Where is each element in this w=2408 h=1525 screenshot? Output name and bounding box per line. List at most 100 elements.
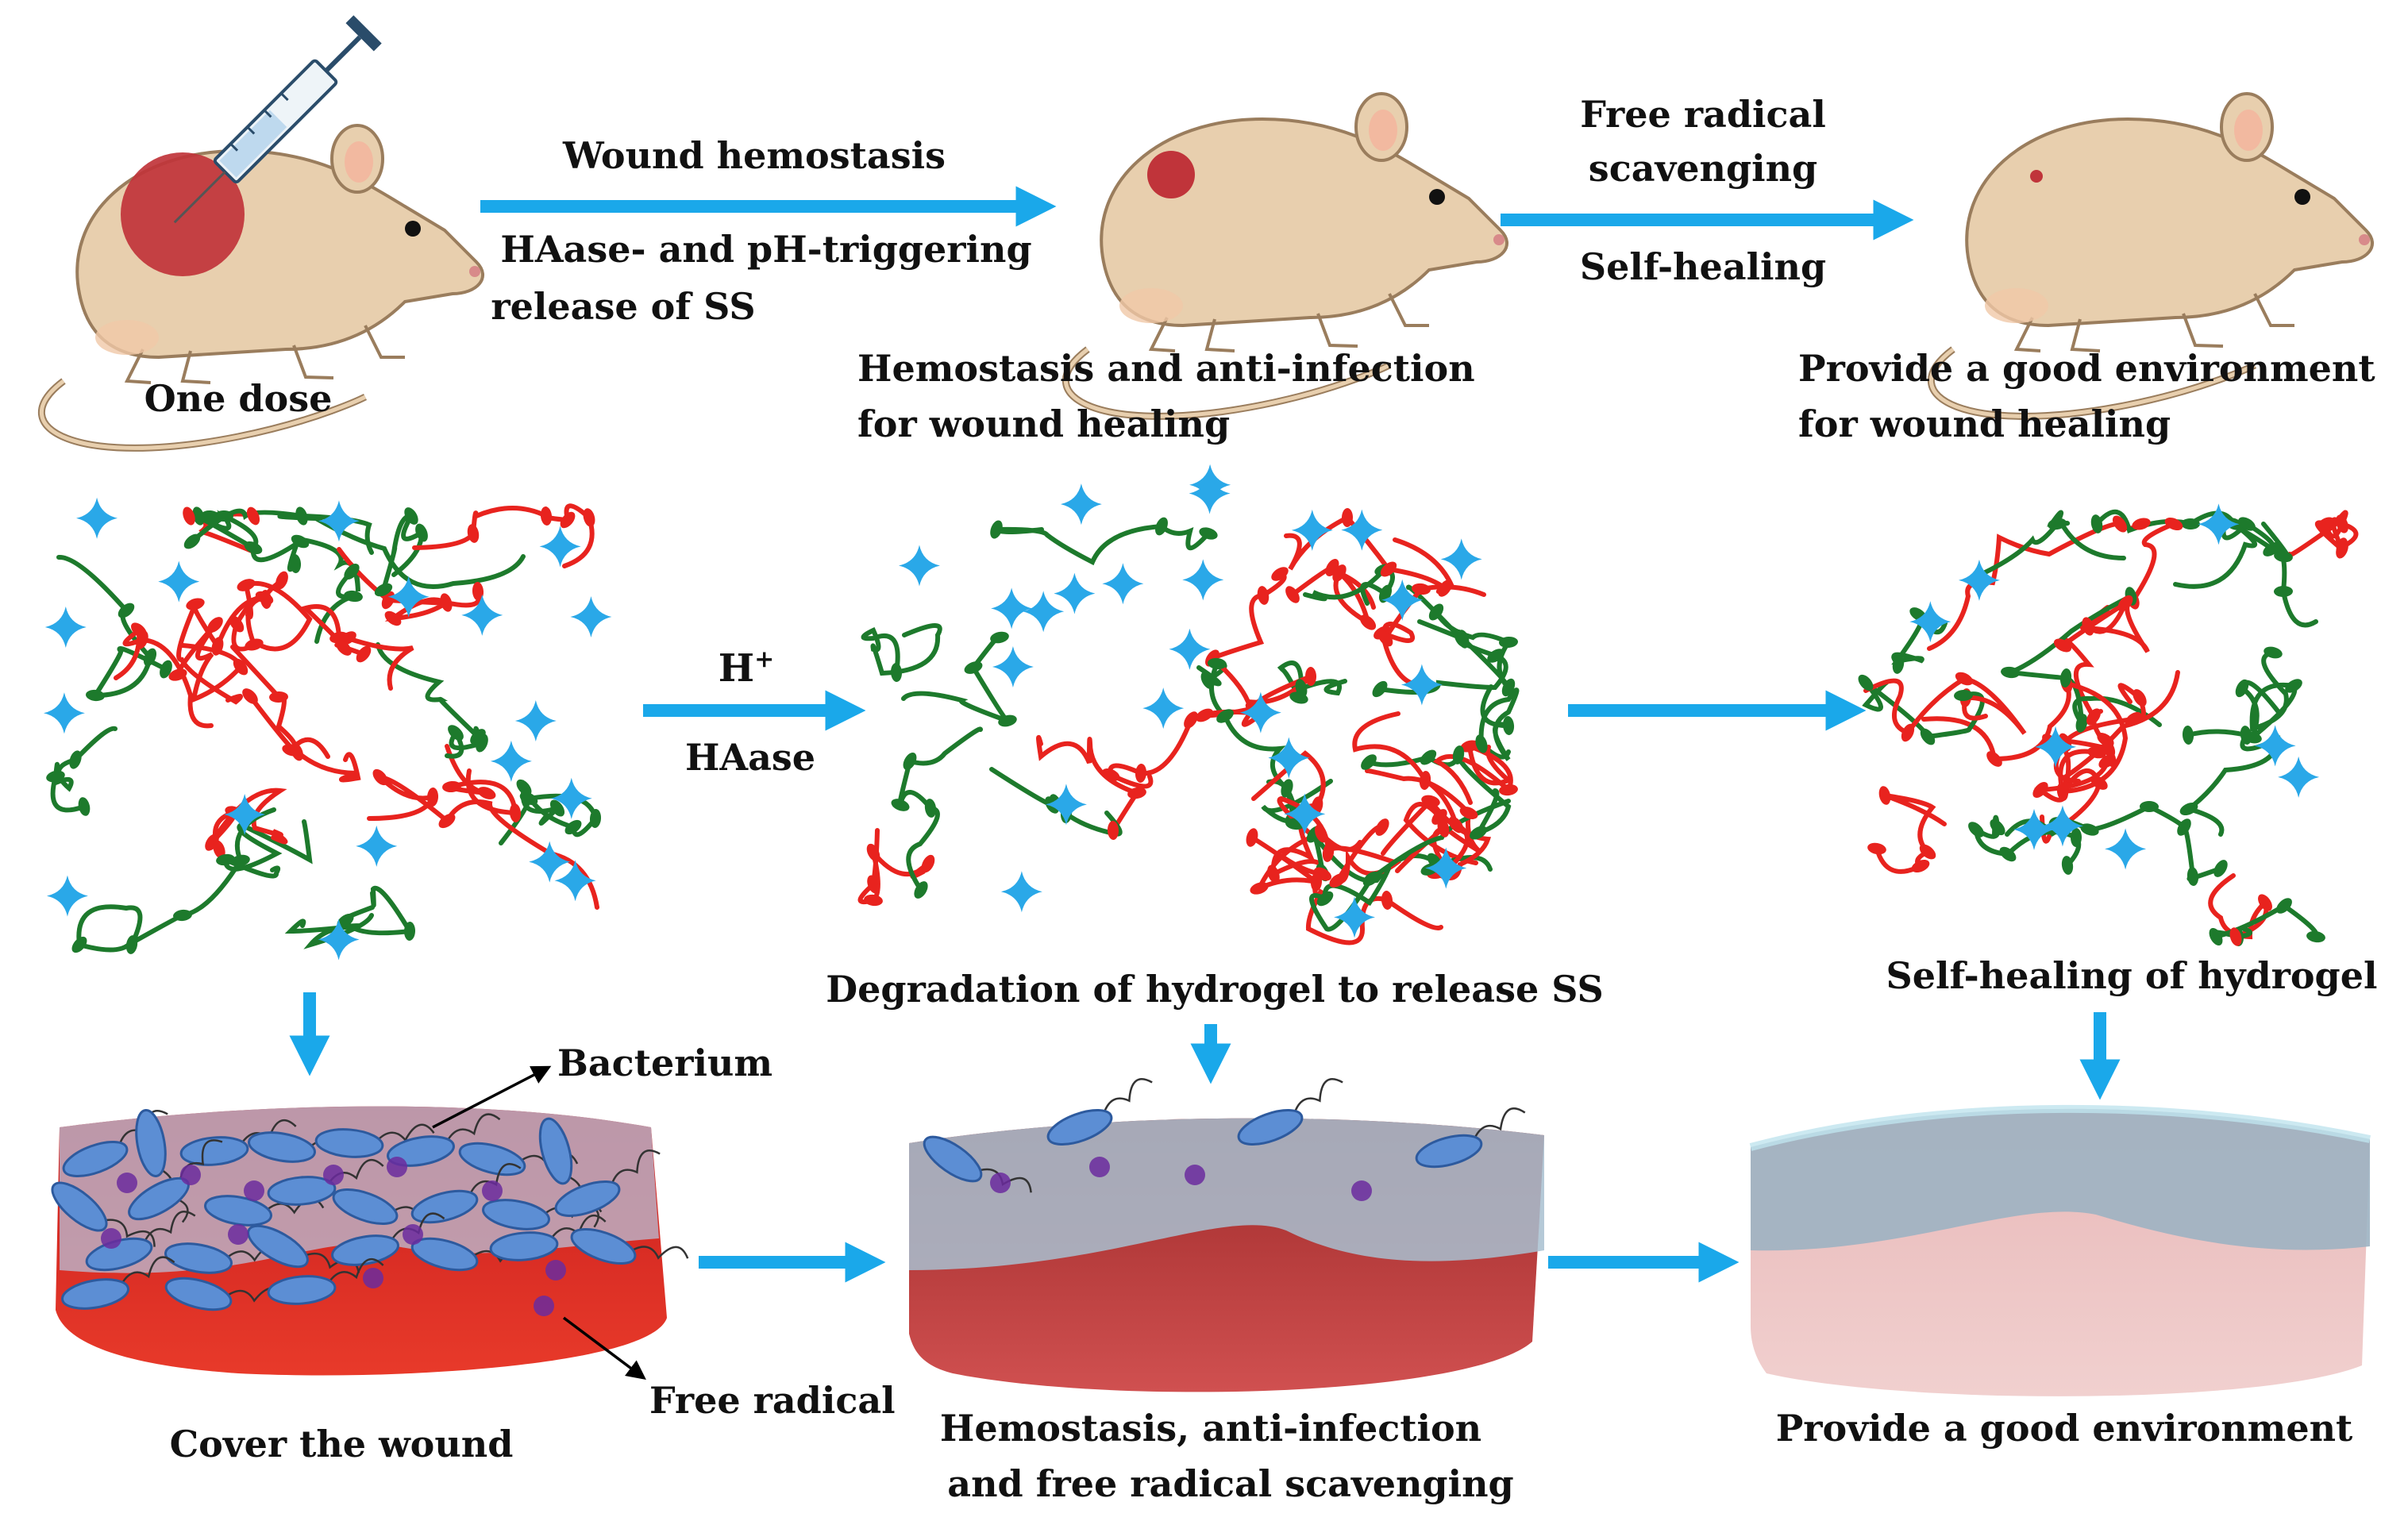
drug-star-icon (1102, 563, 1144, 605)
polymer-chain (1377, 584, 1508, 695)
label-wound-hemostasis: Wound hemostasis (562, 134, 946, 177)
hydrogel-layer-2 (909, 1118, 1544, 1270)
drug-star-icon (1334, 896, 1376, 938)
drug-star-icon (1000, 871, 1042, 913)
drug-star-icon (1169, 628, 1211, 670)
polymer-chain (861, 623, 942, 676)
mouse-injection (41, 15, 483, 448)
drug-star-icon (387, 576, 430, 618)
drug-star-icon (1381, 579, 1424, 621)
bacterium-icon (248, 1131, 316, 1163)
free-radical-icon (1089, 1157, 1110, 1177)
bacterium-icon (570, 1228, 637, 1265)
polymer-chain (50, 726, 118, 813)
label-hemostasis-anti-infection: Hemostasis and anti-infection (857, 347, 1475, 390)
polymer-chain (1309, 799, 1511, 932)
drug-star-icon (1425, 847, 1467, 889)
bacterium-icon (458, 1142, 526, 1176)
drug-star-icon (318, 918, 360, 961)
polymer-chain (1305, 869, 1443, 945)
bacterium-icon (267, 1275, 337, 1305)
label-free-radical: Free radical (649, 1379, 896, 1422)
free-radical-icon (323, 1165, 344, 1185)
polymer-chain (1874, 793, 1947, 874)
drug-star-icon (2198, 503, 2240, 545)
polymer-chain (1378, 584, 1486, 688)
polymer-chain (2094, 509, 2258, 589)
drug-star-icon (539, 526, 581, 568)
hydrogel-network-intact (43, 497, 612, 961)
free-radical-icon (244, 1180, 264, 1201)
drug-star-icon (224, 794, 266, 836)
drug-star-icon (1182, 559, 1224, 601)
bacteria-sparse (923, 1078, 1526, 1201)
drug-star-icon (76, 497, 118, 539)
bacterium-icon (1237, 1109, 1304, 1146)
bacterium-icon (410, 1237, 479, 1272)
free-radical-icon (363, 1268, 383, 1288)
bacterium-icon (62, 1141, 129, 1177)
bacterium-icon (489, 1231, 559, 1261)
hydrogel-network-healed (1858, 503, 2359, 946)
polymer-chain (445, 744, 518, 816)
drug-star-icon (1054, 572, 1096, 614)
polymer-chain (1036, 734, 1141, 833)
bacterium-icon (554, 1180, 621, 1217)
drug-star-icon (1400, 664, 1443, 706)
drug-star-icon (2013, 808, 2055, 850)
label-one-dose: One dose (144, 377, 333, 420)
polymer-chain (901, 632, 1010, 723)
caption-degradation: Degradation of hydrogel to release SS (826, 968, 1603, 1011)
bacterium-icon (164, 1242, 233, 1274)
drug-star-icon (158, 560, 200, 603)
drug-star-icon (43, 692, 85, 734)
bacterium-icon (51, 1181, 108, 1232)
label-bacterium: Bacterium (557, 1042, 772, 1084)
drug-star-icon (490, 740, 532, 782)
bacterium-icon (267, 1176, 337, 1206)
syringe-icon (173, 15, 382, 224)
bacterium-icon (61, 1278, 129, 1310)
polymer-chain (56, 554, 168, 699)
drug-star-icon (1189, 472, 1231, 514)
bacterium-icon (164, 1277, 233, 1311)
wound-panel-treated (909, 1078, 1544, 1392)
bacterium-icon (179, 1136, 249, 1166)
pointer-bacterium (432, 1065, 552, 1129)
label-free-radical-1: Free radical (1580, 93, 1826, 136)
drug-star-icon (514, 700, 557, 742)
free-radical-icon (1185, 1165, 1205, 1185)
drug-star-icon (554, 860, 596, 902)
hydrogel-network-degraded (857, 464, 1520, 945)
bacterium-icon (314, 1128, 384, 1158)
drug-star-icon (1341, 509, 1383, 551)
bacterium-icon (204, 1195, 272, 1227)
bacteria-cluster (51, 1109, 689, 1316)
drug-star-icon (550, 777, 592, 819)
polymer-chain (1352, 711, 1470, 874)
bacterium-icon (331, 1234, 399, 1266)
bacterium-icon (332, 1188, 399, 1225)
polymer-chain (2239, 650, 2298, 745)
drug-star-icon (461, 594, 503, 636)
label-for-wound-healing-1: for wound healing (857, 402, 1230, 445)
polymer-chain (1432, 742, 1513, 805)
free-radical-icon (482, 1180, 503, 1201)
polymer-chain (1366, 753, 1512, 838)
label-haase-ph-trigger: HAase- and pH-triggering (500, 228, 1031, 271)
hydrogel-layer-3 (1751, 1108, 2370, 1251)
drug-star-icon (2041, 805, 2083, 847)
drug-star-icon (356, 825, 398, 867)
free-radical-icon (1351, 1180, 1372, 1201)
label-haase: HAase (685, 736, 815, 779)
drug-star-icon (529, 841, 571, 883)
label-release-ss: release of SS (491, 285, 755, 328)
mouse-hemostasis (1065, 94, 1507, 416)
polymer-chain (991, 523, 1211, 566)
drug-star-icon (2035, 726, 2077, 768)
free-radical-icon (117, 1173, 137, 1193)
drug-star-icon (1239, 691, 1281, 734)
caption-hemostasis-anti-infection: Hemostasis, anti-infection (940, 1407, 1481, 1450)
bacterium-icon (135, 1109, 167, 1177)
drug-star-icon (991, 587, 1033, 630)
